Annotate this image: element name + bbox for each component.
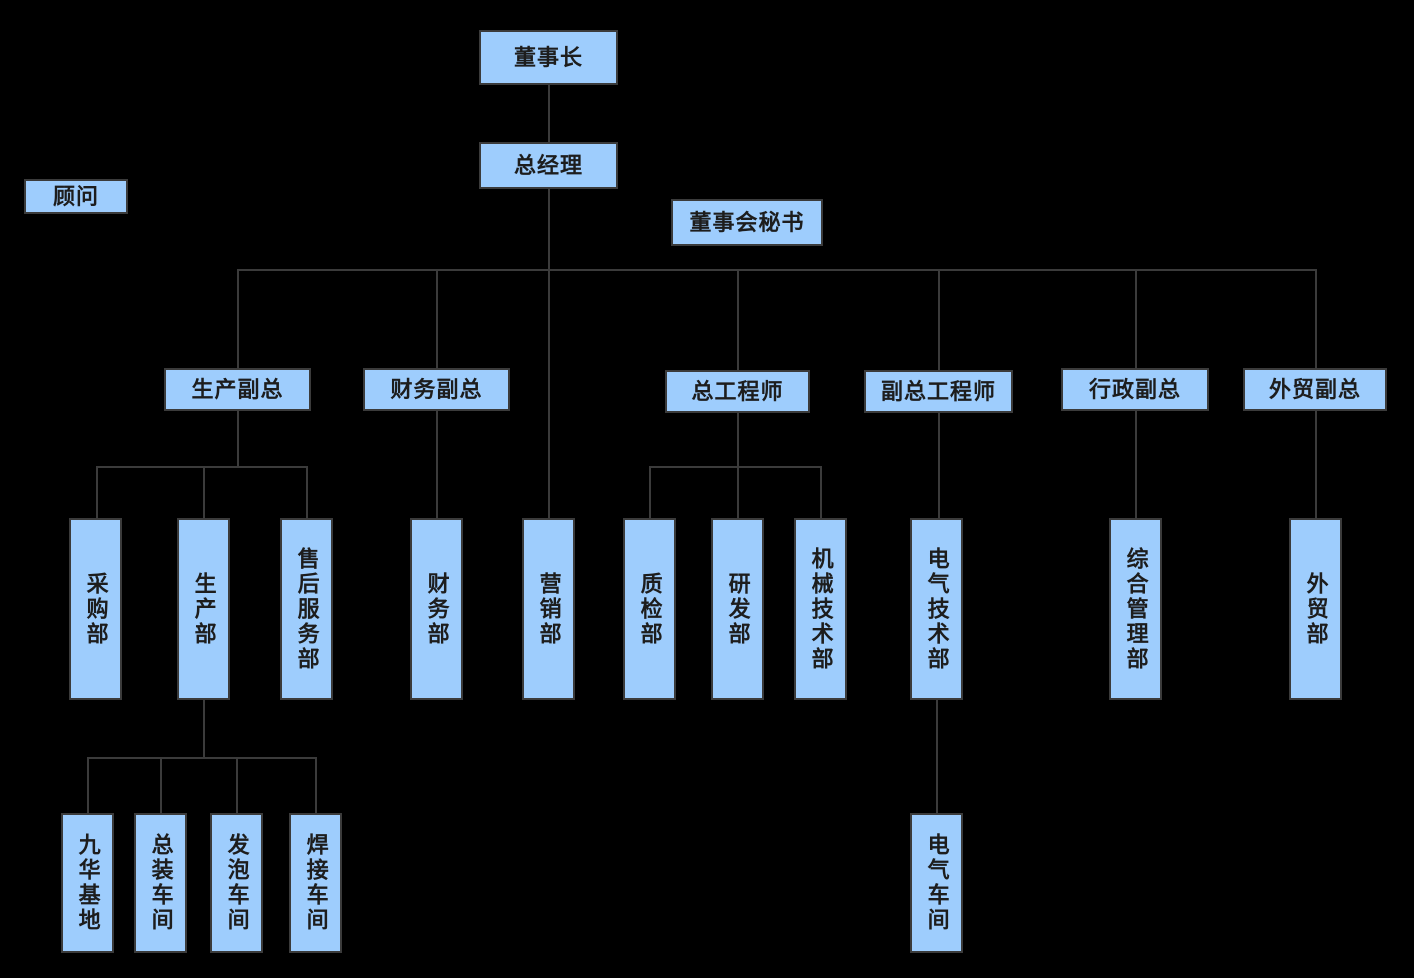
node-board-secretary[interactable]: 董事会秘书 [671, 199, 823, 246]
node-dept-finance[interactable]: 财务部 [410, 518, 463, 700]
edge-level2-bus [237, 269, 1316, 271]
node-deputy-chief-engineer[interactable]: 副总工程师 [864, 370, 1013, 413]
node-shop-welding[interactable]: 焊接车间 [289, 813, 342, 953]
edge-to-dept-production [203, 466, 205, 518]
edge-to-dept-foreign-trade [1315, 410, 1317, 518]
node-shop-assembly[interactable]: 总装车间 [134, 813, 187, 953]
node-advisor[interactable]: 顾问 [24, 179, 128, 214]
edge-bus-to-vp-finance [436, 269, 438, 369]
node-dept-mech-tech[interactable]: 机械技术部 [794, 518, 847, 700]
node-chief-engineer[interactable]: 总工程师 [665, 370, 810, 413]
edge-chief-engineer-bus [649, 466, 822, 468]
node-dept-rnd[interactable]: 研发部 [711, 518, 764, 700]
node-dept-after-sales[interactable]: 售后服务部 [280, 518, 333, 700]
node-dept-foreign-trade[interactable]: 外贸部 [1289, 518, 1342, 700]
node-vp-finance[interactable]: 财务副总 [363, 368, 510, 411]
node-shop-foaming[interactable]: 发泡车间 [210, 813, 263, 953]
edge-bus-to-chief-engineer [737, 269, 739, 371]
edge-dept-production-bus [87, 757, 316, 759]
edge-vp-production-stem [237, 410, 239, 467]
node-vp-admin[interactable]: 行政副总 [1061, 368, 1209, 411]
edge-to-dept-rnd [737, 466, 739, 518]
node-dept-general-admin[interactable]: 综合管理部 [1109, 518, 1162, 700]
edge-to-dept-elec-tech [938, 412, 940, 518]
edge-to-shop-welding [315, 757, 317, 813]
edge-to-dept-after-sales [306, 466, 308, 518]
node-vp-foreign-trade[interactable]: 外贸副总 [1243, 368, 1387, 411]
edge-chief-engineer-stem [737, 412, 739, 467]
edge-vp-production-bus [96, 466, 308, 468]
edge-to-shop-jiuhua [87, 757, 89, 813]
node-chairman[interactable]: 董事长 [479, 30, 618, 85]
node-dept-production[interactable]: 生产部 [177, 518, 230, 700]
node-dept-purchasing[interactable]: 采购部 [69, 518, 122, 700]
node-shop-electrical[interactable]: 电气车间 [910, 813, 963, 953]
edge-to-dept-finance [436, 410, 438, 518]
node-dept-marketing[interactable]: 营销部 [522, 518, 575, 700]
edge-to-shop-foaming [236, 757, 238, 813]
node-general-manager[interactable]: 总经理 [479, 142, 618, 189]
edge-to-dept-purchasing [96, 466, 98, 518]
node-shop-jiuhua[interactable]: 九华基地 [61, 813, 114, 953]
node-dept-elec-tech[interactable]: 电气技术部 [910, 518, 963, 700]
edge-bus-to-vp-foreign-trade [1315, 269, 1317, 369]
edge-to-shop-electrical [936, 700, 938, 813]
edge-dept-production-stem [203, 700, 205, 758]
edge-bus-to-vp-admin [1135, 269, 1137, 369]
edge-to-dept-quality [649, 466, 651, 518]
edge-bus-to-vp-production [237, 269, 239, 369]
edge-bus-to-deputy-chief-engineer [938, 269, 940, 371]
edge-to-dept-mech-tech [820, 466, 822, 518]
edge-chairman-to-general-manager [548, 84, 550, 142]
edge-to-dept-general-admin [1135, 410, 1137, 518]
edge-general-manager-trunk [548, 188, 550, 519]
node-dept-quality[interactable]: 质检部 [623, 518, 676, 700]
node-vp-production[interactable]: 生产副总 [164, 368, 311, 411]
edge-to-shop-assembly [160, 757, 162, 813]
